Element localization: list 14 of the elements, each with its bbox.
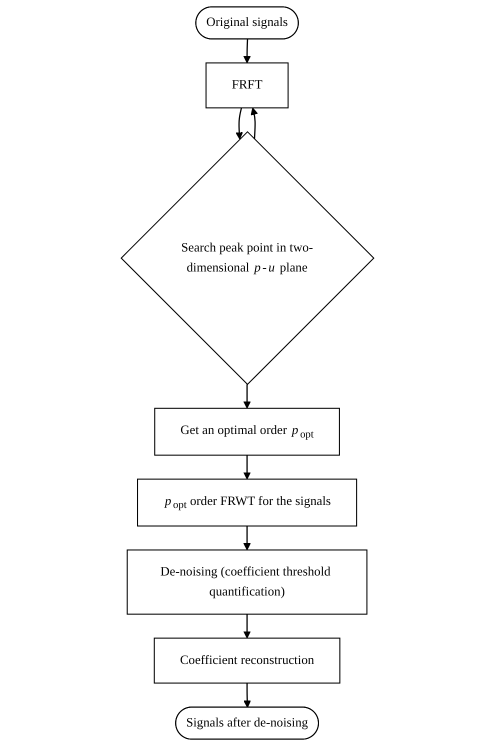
node-diamond: Search peak point in two-dimensional p-u plane bbox=[120, 131, 374, 386]
arrow bbox=[243, 526, 251, 550]
node-box: De-noising (coefficient threshold quantification) bbox=[126, 549, 368, 615]
arrow bbox=[243, 39, 251, 64]
arrow bbox=[243, 455, 251, 480]
arrow bbox=[243, 614, 251, 638]
node-box: p$_{opt}$ order FRWT for the signals bbox=[137, 478, 358, 527]
arrow bbox=[250, 108, 258, 140]
node-box: FRFT bbox=[206, 62, 289, 108]
node-box: Coefficient reconstruction bbox=[154, 638, 340, 684]
arrow bbox=[244, 683, 252, 708]
arrow bbox=[236, 108, 244, 140]
arrow bbox=[243, 384, 251, 409]
node-box: Get an optimal order p$_{opt}$ bbox=[154, 408, 340, 456]
